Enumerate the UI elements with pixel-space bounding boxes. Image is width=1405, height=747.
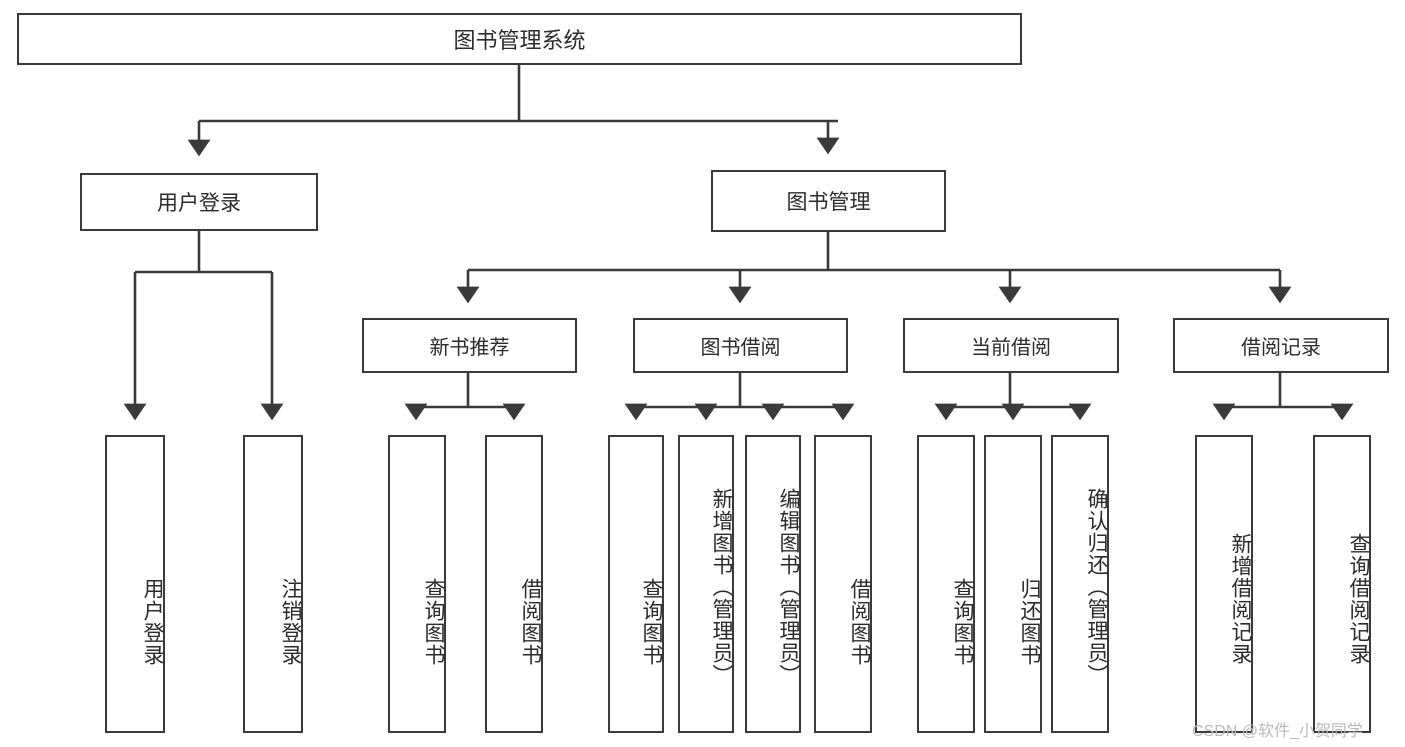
node-book-manage[interactable]: 图书管理	[711, 170, 946, 232]
node-current-borrow[interactable]: 当前借阅	[903, 318, 1119, 373]
watermark: CSDN @软件_小贺同学	[1192, 723, 1363, 740]
leaf-edit-book[interactable]: 编辑图书（管理员）	[745, 435, 801, 733]
node-user-login[interactable]: 用户登录	[80, 173, 318, 231]
node-new-book-recommend[interactable]: 新书推荐	[362, 318, 577, 373]
leaf-query-book-borrow[interactable]: 查询图书	[608, 435, 664, 733]
leaf-query-book-recommend[interactable]: 查询图书	[388, 435, 446, 733]
node-book-borrow[interactable]: 图书借阅	[633, 318, 848, 373]
leaf-borrow-book[interactable]: 借阅图书	[814, 435, 872, 733]
leaf-add-book[interactable]: 新增图书（管理员）	[678, 435, 734, 733]
leaf-return-book[interactable]: 归还图书	[984, 435, 1042, 733]
leaf-query-borrow-record[interactable]: 查询借阅记录	[1313, 435, 1371, 733]
leaf-user-logout[interactable]: 注销登录	[243, 435, 303, 733]
leaf-borrow-book-recommend[interactable]: 借阅图书	[485, 435, 543, 733]
node-borrow-record[interactable]: 借阅记录	[1173, 318, 1389, 373]
leaf-query-book-current[interactable]: 查询图书	[917, 435, 975, 733]
leaf-confirm-return[interactable]: 确认归还（管理员）	[1051, 435, 1109, 733]
leaf-user-login[interactable]: 用户登录	[105, 435, 165, 733]
leaf-add-borrow-record[interactable]: 新增借阅记录	[1195, 435, 1253, 733]
node-root[interactable]: 图书管理系统	[17, 13, 1022, 65]
